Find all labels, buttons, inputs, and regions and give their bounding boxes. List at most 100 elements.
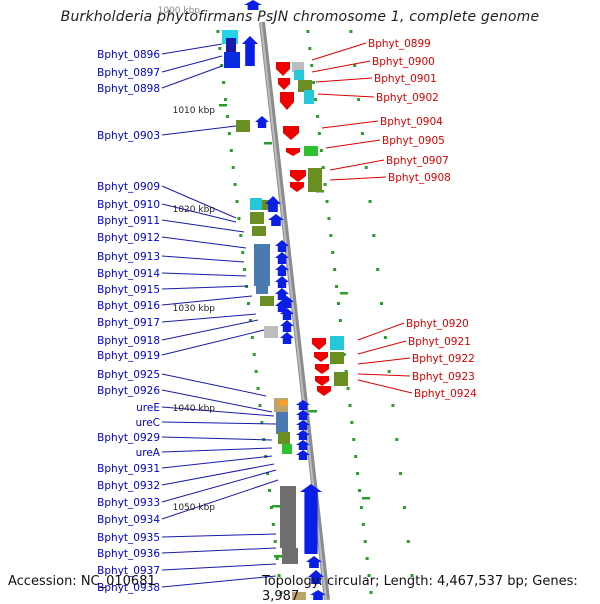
- leader-line-left: [161, 272, 247, 277]
- feature-block: [252, 226, 266, 236]
- leader-line-left: [161, 455, 273, 469]
- major-tick: [274, 555, 282, 558]
- tick-dot: [220, 64, 224, 67]
- leader-line-right: [311, 42, 367, 61]
- leader-line-left: [161, 255, 245, 263]
- gene-arrow-down: [278, 78, 290, 90]
- tick-dot: [216, 30, 220, 33]
- leader-line-right: [311, 60, 371, 73]
- gene-arrow-up: [275, 240, 289, 252]
- leader-line-right: [315, 77, 373, 83]
- gene-arrow-up: [306, 556, 322, 568]
- leader-line-left: [161, 547, 277, 554]
- gene-label-right: Bphyt_0924: [414, 388, 477, 400]
- gene-label-left: ureC: [135, 417, 160, 429]
- major-tick: [309, 410, 317, 413]
- leader-line-left: [161, 469, 277, 503]
- tick-dot: [310, 64, 314, 67]
- tick-dot: [369, 591, 373, 594]
- gene-label-right: Bphyt_0907: [386, 155, 449, 167]
- reverse-gene-labels: Bphyt_0896Bphyt_0897Bphyt_0898Bphyt_0903…: [97, 49, 161, 594]
- gene-arrow-up: [300, 484, 322, 554]
- tick-dot: [399, 472, 403, 475]
- leader-line-right: [321, 120, 379, 129]
- tick-dot: [317, 132, 321, 135]
- gene-arrow-up: [275, 264, 289, 276]
- feature-blocks: [222, 30, 348, 600]
- tick-dot: [256, 387, 260, 390]
- gene-label-left: Bphyt_0913: [97, 251, 160, 263]
- gene-arrow-up: [255, 116, 269, 128]
- tick-dot: [406, 540, 410, 543]
- gene-arrow-up: [310, 590, 326, 600]
- gene-label-right: Bphyt_0900: [372, 56, 435, 68]
- gene-arrow-up: [244, 0, 262, 10]
- tick-dot: [352, 438, 356, 441]
- tick-dot: [410, 574, 414, 577]
- leader-line-left: [161, 55, 223, 73]
- tick-dot: [329, 234, 333, 237]
- gene-label-left: Bphyt_0896: [97, 49, 160, 61]
- gene-label-left: Bphyt_0925: [97, 369, 160, 381]
- tick-dot: [218, 47, 222, 50]
- gene-arrow-up: [308, 570, 324, 584]
- gene-arrow-up: [275, 288, 289, 300]
- leader-line-right: [357, 322, 405, 341]
- gene-arrow-down: [290, 182, 304, 192]
- gene-label-left: Bphyt_0938: [97, 582, 160, 594]
- leader-line-left: [161, 436, 273, 441]
- tick-dot: [348, 404, 352, 407]
- leader-line-left: [161, 203, 237, 223]
- gene-label-left: Bphyt_0915: [97, 284, 160, 296]
- gene-label-left: ureE: [136, 402, 160, 414]
- feature-block: [304, 146, 318, 156]
- tick-dot: [356, 472, 360, 475]
- tick-dot: [387, 370, 391, 373]
- leader-line-left: [161, 285, 249, 290]
- tick-dot: [306, 30, 310, 33]
- feature-block: [276, 412, 288, 434]
- leader-line-left: [161, 65, 223, 89]
- leader-line-left: [161, 533, 277, 538]
- tick-dot: [338, 319, 342, 322]
- tick-dot: [258, 404, 262, 407]
- scale-label: 1050 kbp: [173, 503, 216, 513]
- feature-block: [282, 548, 298, 564]
- gene-label-left: Bphyt_0931: [97, 463, 160, 475]
- leader-line-right: [317, 93, 375, 98]
- scale-label: 1040 kbp: [173, 404, 216, 414]
- tick-dot: [254, 370, 258, 373]
- major-tick: [272, 505, 280, 508]
- leader-line-left: [161, 389, 273, 413]
- tick-dot: [402, 506, 406, 509]
- tick-dot: [271, 523, 275, 526]
- gene-label-left: Bphyt_0897: [97, 67, 160, 79]
- feature-block: [260, 296, 274, 306]
- gene-label-left: Bphyt_0934: [97, 514, 160, 526]
- major-tick: [362, 497, 370, 500]
- feature-block: [264, 326, 278, 338]
- gene-arrow-down: [290, 170, 306, 182]
- leader-line-left: [161, 575, 277, 588]
- gene-arrow-up: [268, 214, 284, 226]
- tick-dot: [252, 353, 256, 356]
- feature-block: [262, 200, 272, 210]
- leader-line-left: [161, 319, 259, 341]
- feature-block: [294, 70, 304, 80]
- tick-dot: [268, 489, 272, 492]
- tick-dot: [391, 404, 395, 407]
- tick-dot: [250, 336, 254, 339]
- gene-arrow-down: [314, 352, 328, 362]
- gene-arrow-down: [276, 62, 290, 76]
- gene-label-right: Bphyt_0921: [408, 336, 471, 348]
- tick-dot: [383, 336, 387, 339]
- feature-block: [256, 282, 268, 294]
- tick-dot: [225, 115, 229, 118]
- gene-arrow-up: [265, 196, 281, 212]
- leader-line-right: [357, 357, 411, 365]
- tick-dot: [222, 81, 226, 84]
- leader-line-left: [161, 329, 265, 356]
- gene-arrow-up: [296, 410, 310, 420]
- tick-dot: [325, 200, 329, 203]
- gene-label-left: Bphyt_0910: [97, 199, 160, 211]
